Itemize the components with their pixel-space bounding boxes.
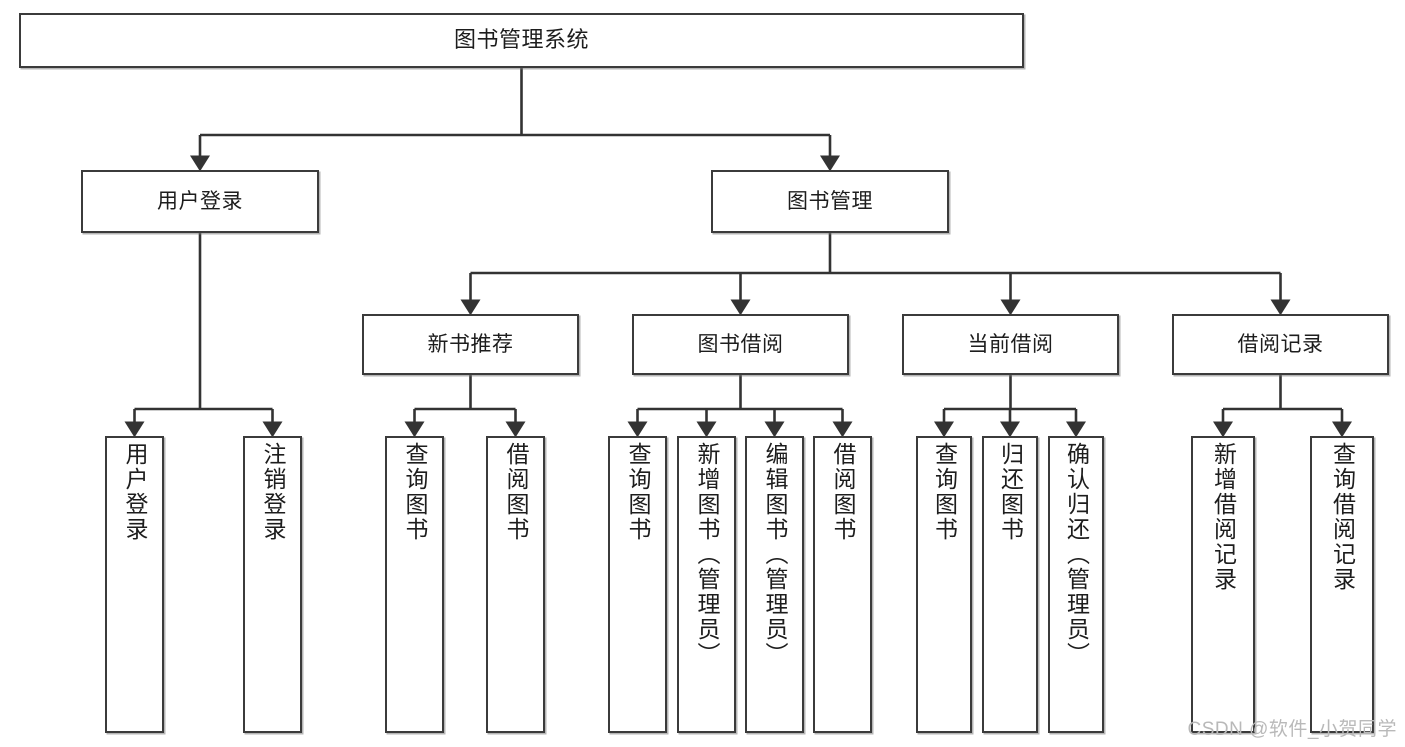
node-label: 用户登录 [157,189,243,213]
node-label: 确认归还（管理员） [1063,442,1090,667]
node-label: 归还图书 [997,442,1024,542]
edge-bus [944,375,1076,411]
node-l1b[interactable]: 图书管理 [711,170,949,233]
edge-bus [470,233,1281,275]
edge-bus [200,68,830,137]
node-lf10[interactable]: 归还图书 [982,436,1038,733]
node-l2a[interactable]: 新书推荐 [362,314,579,375]
node-lf1[interactable]: 用户登录 [105,436,164,733]
node-l2b[interactable]: 图书借阅 [632,314,849,375]
node-label: 用户登录 [122,442,148,542]
node-lf13[interactable]: 查询借阅记录 [1310,436,1374,733]
node-label: 查询借阅记录 [1329,442,1356,592]
node-label: 新增借阅记录 [1210,442,1237,592]
node-lf7[interactable]: 编辑图书（管理员） [745,436,804,733]
node-root[interactable]: 图书管理系统 [19,13,1024,68]
node-label: 借阅图书 [503,442,529,542]
node-lf8[interactable]: 借阅图书 [813,436,872,733]
node-label: 图书管理系统 [453,27,589,53]
node-lf3[interactable]: 查询图书 [385,436,444,733]
edge-bus [1223,375,1342,411]
node-label: 新增图书（管理员） [694,442,720,667]
node-label: 编辑图书（管理员） [762,442,788,667]
node-label: 借阅记录 [1237,332,1324,356]
node-lf2[interactable]: 注销登录 [243,436,302,733]
node-l2d[interactable]: 借阅记录 [1172,314,1389,375]
edge-bus [134,233,273,411]
node-label: 查询图书 [625,442,651,542]
node-label: 借阅图书 [830,442,856,542]
node-label: 图书管理 [787,189,873,213]
node-lf5[interactable]: 查询图书 [608,436,667,733]
node-label: 查询图书 [402,442,428,542]
node-label: 新书推荐 [427,332,514,356]
node-lf9[interactable]: 查询图书 [916,436,972,733]
node-label: 注销登录 [260,442,286,542]
node-lf6[interactable]: 新增图书（管理员） [677,436,736,733]
node-lf12[interactable]: 新增借阅记录 [1191,436,1255,733]
node-lf11[interactable]: 确认归还（管理员） [1048,436,1104,733]
edge-bus [414,375,516,411]
node-label: 当前借阅 [967,332,1054,356]
watermark: CSDN @软件_小贺同学 [1187,719,1397,740]
node-l1a[interactable]: 用户登录 [81,170,319,233]
node-label: 图书借阅 [697,332,784,356]
node-lf4[interactable]: 借阅图书 [486,436,545,733]
node-l2c[interactable]: 当前借阅 [902,314,1119,375]
node-label: 查询图书 [931,442,958,542]
edge-bus [637,375,843,411]
